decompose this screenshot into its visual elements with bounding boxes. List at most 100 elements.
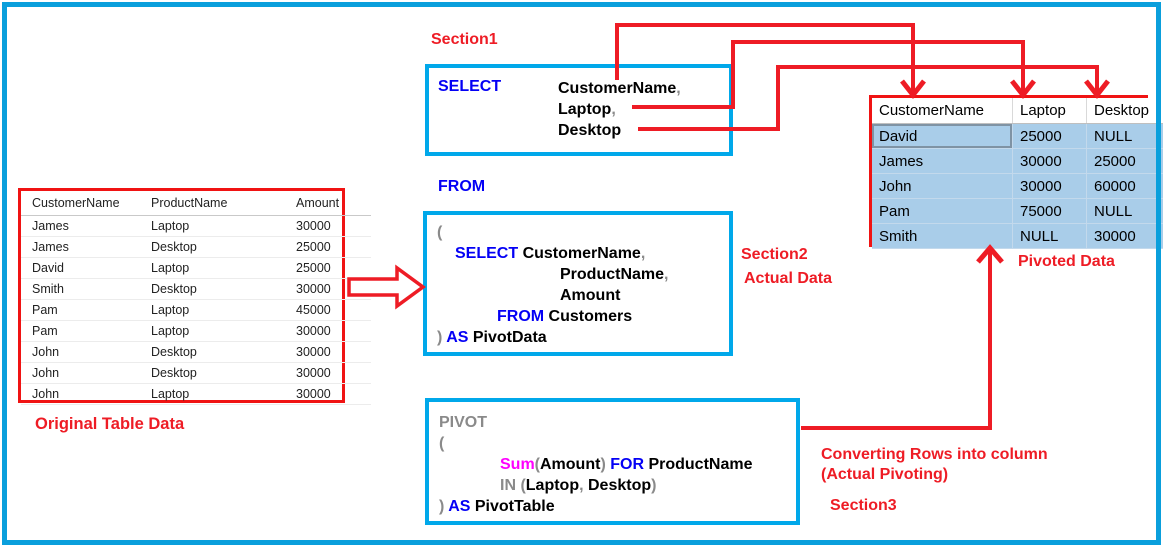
code-token: Amount — [560, 287, 621, 304]
column-header: CustomerName — [21, 191, 140, 216]
code-token: ) — [600, 456, 611, 473]
section3-label: Section3 — [830, 497, 897, 514]
table-cell: Laptop — [140, 299, 285, 321]
code-token: PivotData — [468, 329, 547, 346]
code-token: Amount — [540, 456, 601, 473]
from-keyword-label: FROM — [438, 178, 486, 195]
table-cell: James — [21, 236, 140, 258]
table-cell: Laptop — [140, 215, 285, 237]
table-cell: James — [872, 148, 1013, 174]
table-cell: NULL — [1012, 223, 1087, 249]
table-cell: 30000 — [1012, 148, 1087, 174]
table-cell: John — [21, 383, 140, 405]
code-token: CustomerName — [518, 245, 641, 262]
column-header: CustomerName — [872, 98, 1013, 124]
code-token: FROM — [497, 308, 545, 325]
code-token: ( — [520, 477, 526, 494]
code-token: ProductName — [644, 456, 753, 473]
code-token: Desktop — [558, 122, 622, 139]
arrow-desktop-head — [1084, 79, 1110, 100]
table-cell: Desktop — [140, 278, 285, 300]
table-cell: Laptop — [140, 320, 285, 342]
table-cell: 25000 — [1012, 123, 1087, 149]
table-cell: John — [872, 173, 1013, 199]
code-token: Sum — [500, 456, 535, 473]
code-line: ( — [429, 433, 796, 454]
code-token: , — [640, 245, 646, 262]
code-line: Desktop — [558, 120, 681, 141]
code-token: PivotTable — [470, 498, 555, 515]
code-line: ( — [427, 222, 729, 243]
table-cell: Desktop — [140, 236, 285, 258]
code-line: Sum(Amount) FOR ProductName — [429, 454, 796, 475]
table-cell: Smith — [21, 278, 140, 300]
table-cell: NULL — [1086, 198, 1163, 224]
table-cell: Pam — [872, 198, 1013, 224]
table-cell: Desktop — [140, 362, 285, 384]
select-keyword: SELECT — [438, 78, 502, 95]
code-token: ) — [651, 477, 657, 494]
table-cell: 30000 — [285, 383, 371, 405]
table-cell: David — [872, 123, 1013, 149]
code-token: FOR — [610, 456, 644, 473]
section3-pivot-box: PIVOT ( Sum(Amount) FOR ProductName IN (… — [425, 398, 800, 525]
pivoted-data-caption: Pivoted Data — [1018, 253, 1115, 270]
code-token: , — [676, 80, 681, 97]
table-cell: Smith — [872, 223, 1013, 249]
table-cell: 30000 — [285, 362, 371, 384]
code-line: CustomerName, — [558, 78, 681, 99]
section1-label: Section1 — [431, 31, 498, 48]
table-cell: Pam — [21, 320, 140, 342]
code-line: FROM Customers — [427, 306, 729, 327]
code-token: , — [611, 101, 616, 118]
section2-label: Section2 — [741, 246, 808, 263]
code-token: ProductName — [560, 266, 665, 283]
column-header: Laptop — [1012, 98, 1087, 124]
table-cell: 25000 — [1086, 148, 1163, 174]
table-cell: Laptop — [140, 383, 285, 405]
code-token: Laptop — [558, 101, 612, 118]
table-cell: 25000 — [285, 257, 371, 279]
code-token: SELECT — [455, 245, 519, 262]
code-line: Amount — [427, 285, 729, 306]
table-cell: Laptop — [140, 257, 285, 279]
section1-select-box: SELECT CustomerName, Laptop, Desktop — [425, 64, 733, 156]
table-cell: 25000 — [285, 236, 371, 258]
original-table-caption: Original Table Data — [35, 415, 185, 433]
table-cell: Pam — [21, 299, 140, 321]
code-token: AS — [448, 498, 471, 515]
pivoting-caption-line2: (Actual Pivoting) — [821, 466, 949, 483]
code-token: PIVOT — [439, 414, 488, 431]
select-column-list: CustomerName, Laptop, Desktop — [558, 78, 681, 141]
code-token: Laptop — [525, 477, 580, 494]
table-cell: NULL — [1086, 123, 1163, 149]
code-line: IN (Laptop, Desktop) — [429, 475, 796, 496]
code-token: ( — [534, 456, 540, 473]
code-token: , — [579, 477, 588, 494]
table-cell: 60000 — [1086, 173, 1163, 199]
table-cell: 30000 — [1086, 223, 1163, 249]
table-cell: 75000 — [1012, 198, 1087, 224]
column-header: ProductName — [140, 191, 285, 216]
code-line: SELECT CustomerName, — [427, 243, 729, 264]
code-line: PIVOT — [429, 412, 796, 433]
table-cell: John — [21, 362, 140, 384]
arrow-customername-head — [900, 79, 926, 100]
code-token: ) — [439, 498, 449, 515]
code-token: Desktop — [588, 477, 652, 494]
code-token: AS — [446, 329, 469, 346]
